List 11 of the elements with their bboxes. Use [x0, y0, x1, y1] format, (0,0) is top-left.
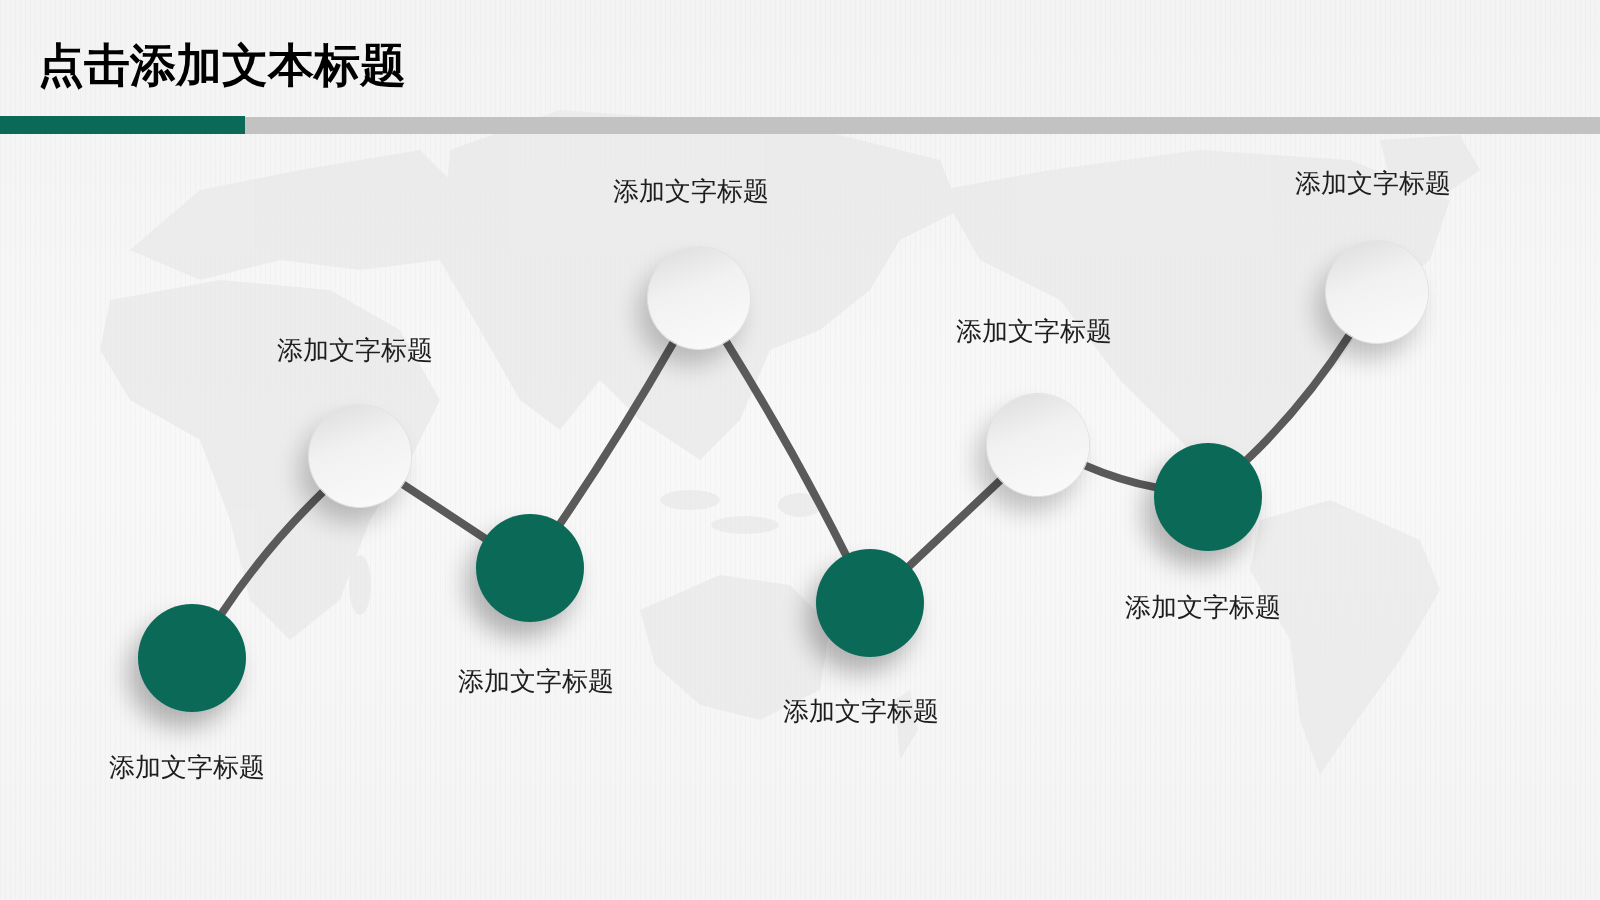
connector-line [217, 487, 328, 618]
milestone-label: 添加文字标题 [1125, 591, 1281, 623]
milestone-label: 添加文字标题 [458, 665, 614, 697]
connector-line [905, 475, 1005, 570]
milestone-label: 添加文字标题 [277, 334, 433, 366]
milestone-label: 添加文字标题 [783, 695, 939, 727]
milestone-label: 添加文字标题 [109, 751, 265, 783]
slide-title: 点击添加文本标题 [38, 40, 406, 90]
milestone-label: 添加文字标题 [1295, 167, 1451, 199]
milestone-label: 添加文字标题 [956, 315, 1112, 347]
milestone-label: 添加文字标题 [613, 175, 769, 207]
